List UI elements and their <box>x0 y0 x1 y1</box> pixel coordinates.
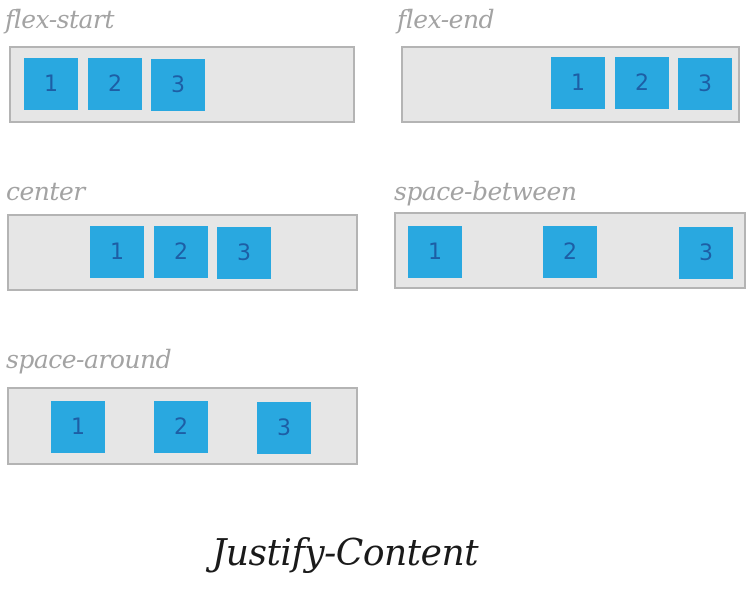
flex-item: 3 <box>678 58 732 110</box>
panel-label: space-around <box>6 345 172 374</box>
flex-item: 1 <box>24 58 78 110</box>
panel-space-around: space-around 1 2 3 <box>6 346 358 466</box>
flex-item: 2 <box>615 57 669 109</box>
flex-container: 1 2 3 <box>7 387 358 465</box>
flex-item: 3 <box>217 227 271 279</box>
panel-space-between: space-between 1 2 3 <box>394 178 746 292</box>
panel-label: space-between <box>394 177 577 206</box>
flex-item: 1 <box>51 401 105 453</box>
panel-flex-end: flex-end 1 2 3 <box>397 6 742 124</box>
flex-item: 2 <box>154 401 208 453</box>
flex-item: 1 <box>551 57 605 109</box>
panel-label: flex-start <box>5 5 114 34</box>
panel-label: flex-end <box>397 5 495 34</box>
panel-flex-start: flex-start 1 2 3 <box>5 6 357 124</box>
flex-item: 2 <box>154 226 208 278</box>
flex-item: 3 <box>151 59 205 111</box>
flex-item: 3 <box>257 402 311 454</box>
flex-container: 1 2 3 <box>9 46 355 123</box>
flex-item: 1 <box>90 226 144 278</box>
panel-center: center 1 2 3 <box>6 178 358 292</box>
flex-container: 1 2 3 <box>394 212 746 289</box>
panel-label: center <box>6 177 85 206</box>
diagram-title: Justify-Content <box>211 533 479 574</box>
flex-container: 1 2 3 <box>401 46 740 123</box>
flex-item: 2 <box>88 58 142 110</box>
flex-item: 3 <box>679 227 733 279</box>
flex-item: 1 <box>408 226 462 278</box>
flex-container: 1 2 3 <box>7 214 358 291</box>
flex-item: 2 <box>543 226 597 278</box>
